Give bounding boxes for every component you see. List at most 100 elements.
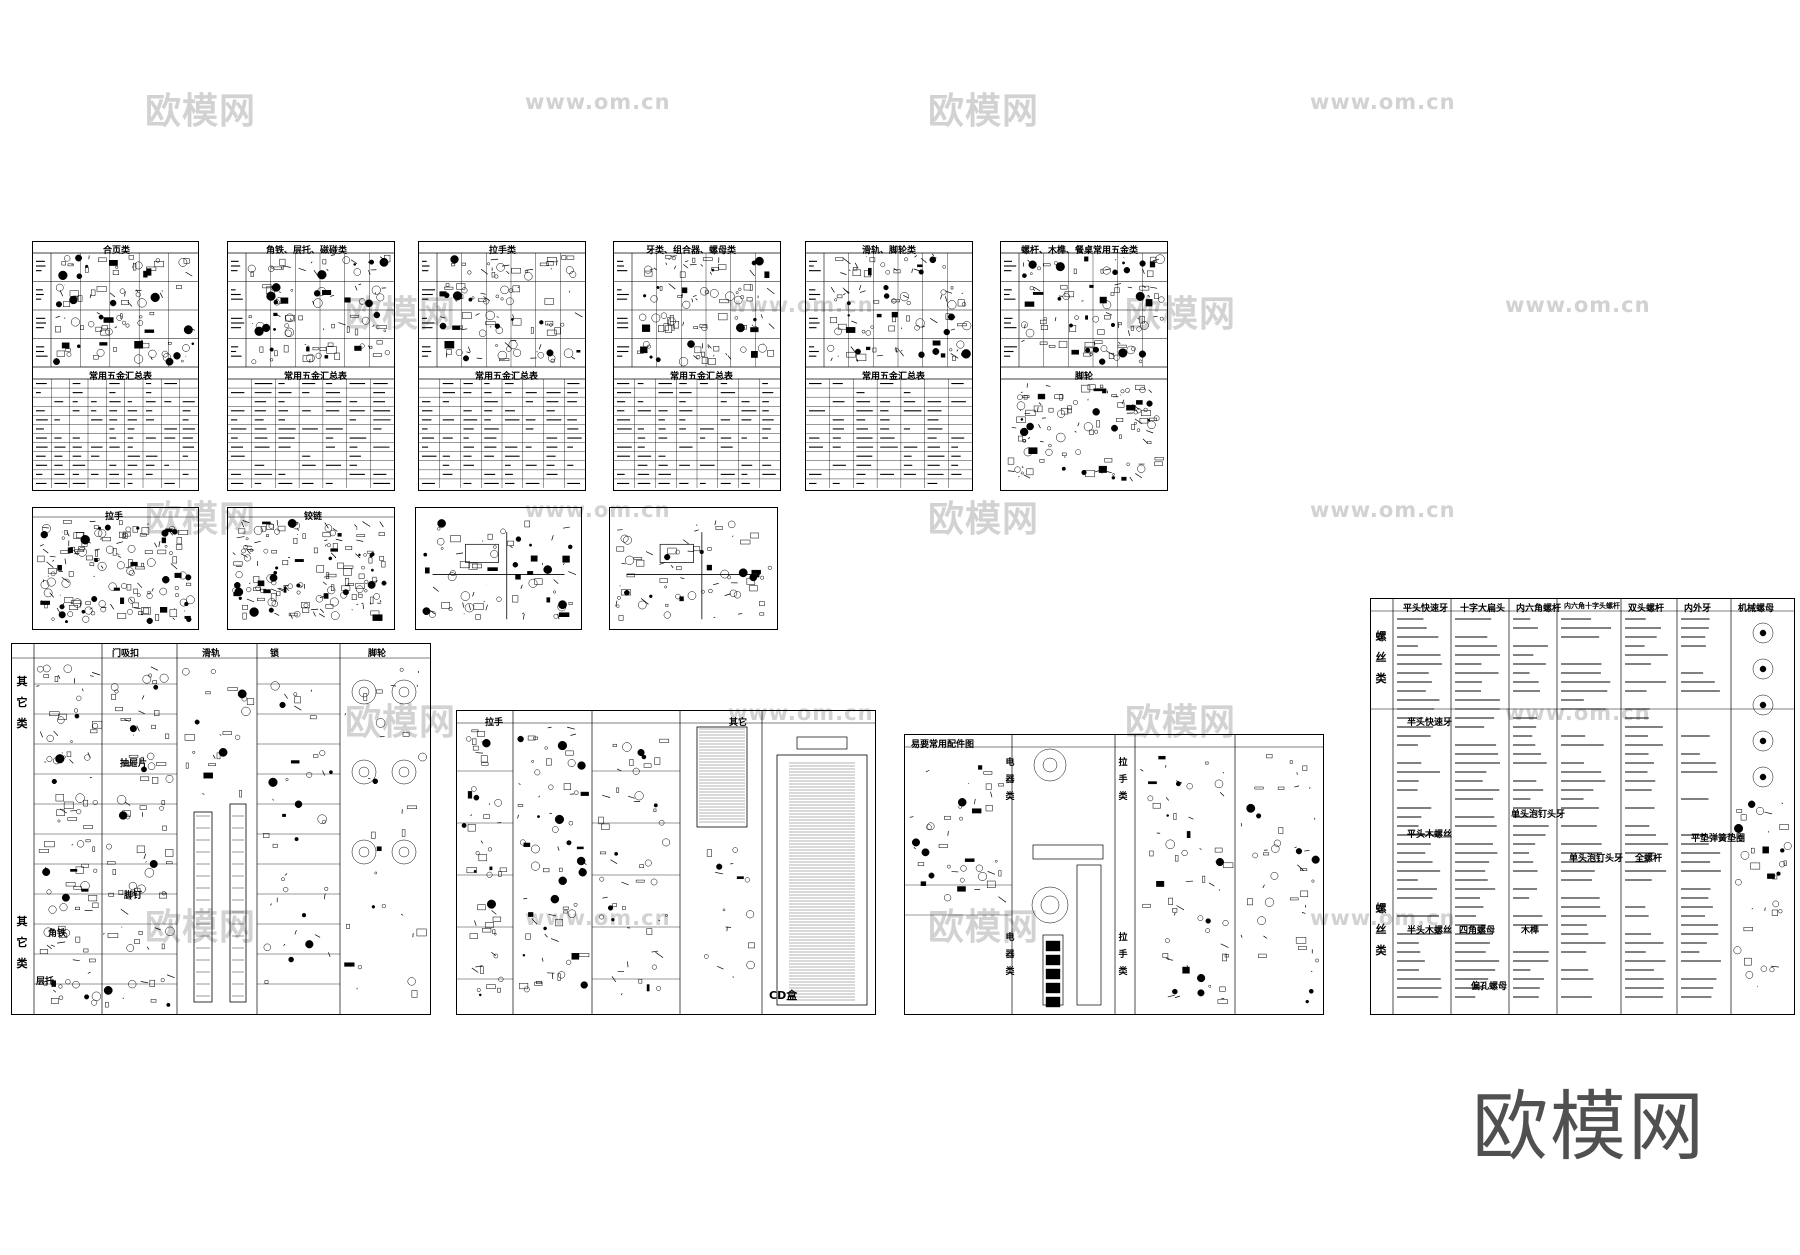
part-sketch [950,286,954,290]
grid-line [126,898,132,900]
part-sketch [1126,462,1130,466]
part-sketch [634,791,644,801]
part-sketch [84,994,90,1000]
part-sketch [866,346,871,351]
part-sketch [372,576,377,582]
part-sketch [69,295,78,305]
grid-line [127,301,133,307]
part-sketch [99,342,108,346]
part-sketch [56,809,65,817]
part-sketch [260,588,267,593]
grid-line [246,549,251,555]
part-sketch [1110,322,1116,328]
grid-line [151,588,154,592]
grid-line [64,558,67,565]
part-sketch [758,343,767,353]
grid-line [973,798,976,805]
part-sketch [178,258,188,267]
grid-line [665,262,668,266]
part-sketch [324,355,329,359]
part-sketch [93,525,99,529]
grid-line [379,521,384,528]
grid-line [568,571,577,576]
part-sketch [248,315,252,319]
part-sketch [620,534,629,543]
part-sketch [473,794,480,801]
part-sketch [718,313,728,321]
column-header: 其它 [729,718,748,728]
part-sketch [192,750,196,754]
grid-line [1033,288,1035,292]
part-sketch [69,605,79,610]
part-sketch [653,808,657,812]
part-sketch [83,799,88,807]
part-sketch [484,922,494,928]
part-sketch [129,725,137,733]
part-sketch [155,258,160,263]
grid-line [328,952,331,958]
part-sketch [422,607,431,616]
part-sketch [750,532,759,539]
part-sketch [1158,296,1165,303]
part-sketch [372,614,383,621]
part-sketch [411,990,418,998]
part-sketch [337,533,342,537]
part-sketch [67,263,74,267]
part-sketch [1308,988,1314,994]
part-sketch [475,851,480,856]
part-sketch [445,283,450,287]
part-sketch [1104,458,1113,463]
part-sketch [746,910,755,919]
part-sketch [880,262,886,268]
part-sketch [643,294,647,298]
part-sketch [1114,287,1120,293]
part-sketch [132,526,139,533]
part-sketch [1125,388,1130,393]
part-sketch [95,549,98,557]
part-sketch [707,358,716,365]
part-sketch [115,706,123,712]
part-sketch [161,350,169,358]
part-sketch [528,578,538,588]
part-sketch [456,283,466,290]
part-sketch [646,928,653,935]
grid-line [695,298,698,301]
part-sketch [367,580,376,589]
grid-line [512,314,514,319]
grid-line [124,801,131,806]
part-sketch [182,668,190,676]
grid-line [1045,385,1051,387]
part-sketch [676,566,682,571]
grid-line [610,859,618,865]
part-sketch [1760,965,1767,972]
part-sketch [75,866,84,874]
part-sketch [1019,427,1029,437]
part-sketch [373,593,380,600]
grid-line [374,292,377,295]
grid-line [242,520,250,524]
part-sketch [1154,457,1164,461]
part-sketch [292,521,301,530]
part-sketch [264,980,269,984]
part-sketch [125,814,131,820]
column-header: 平头快速牙 [1403,604,1449,614]
side-label: 电器类 [1005,758,1015,803]
part-sketch [497,987,501,993]
part-sketch [563,348,574,358]
column-header: 滑轨 [202,649,221,659]
part-sketch [649,594,653,599]
part-sketch [534,769,541,776]
part-sketch [578,953,590,958]
part-sketch [135,566,145,570]
grid-line [53,989,57,993]
section-label: 偏孔螺母 [1471,982,1508,992]
part-sketch [1045,996,1061,1008]
part-sketch [708,588,713,594]
part-sketch [1164,938,1170,944]
part-sketch [517,735,524,743]
sheet-title: 拉手 [105,512,124,522]
part-sketch [169,526,176,533]
part-sketch [184,734,195,741]
part-sketch [162,825,167,831]
section-label: 四角螺母 [1459,926,1496,936]
